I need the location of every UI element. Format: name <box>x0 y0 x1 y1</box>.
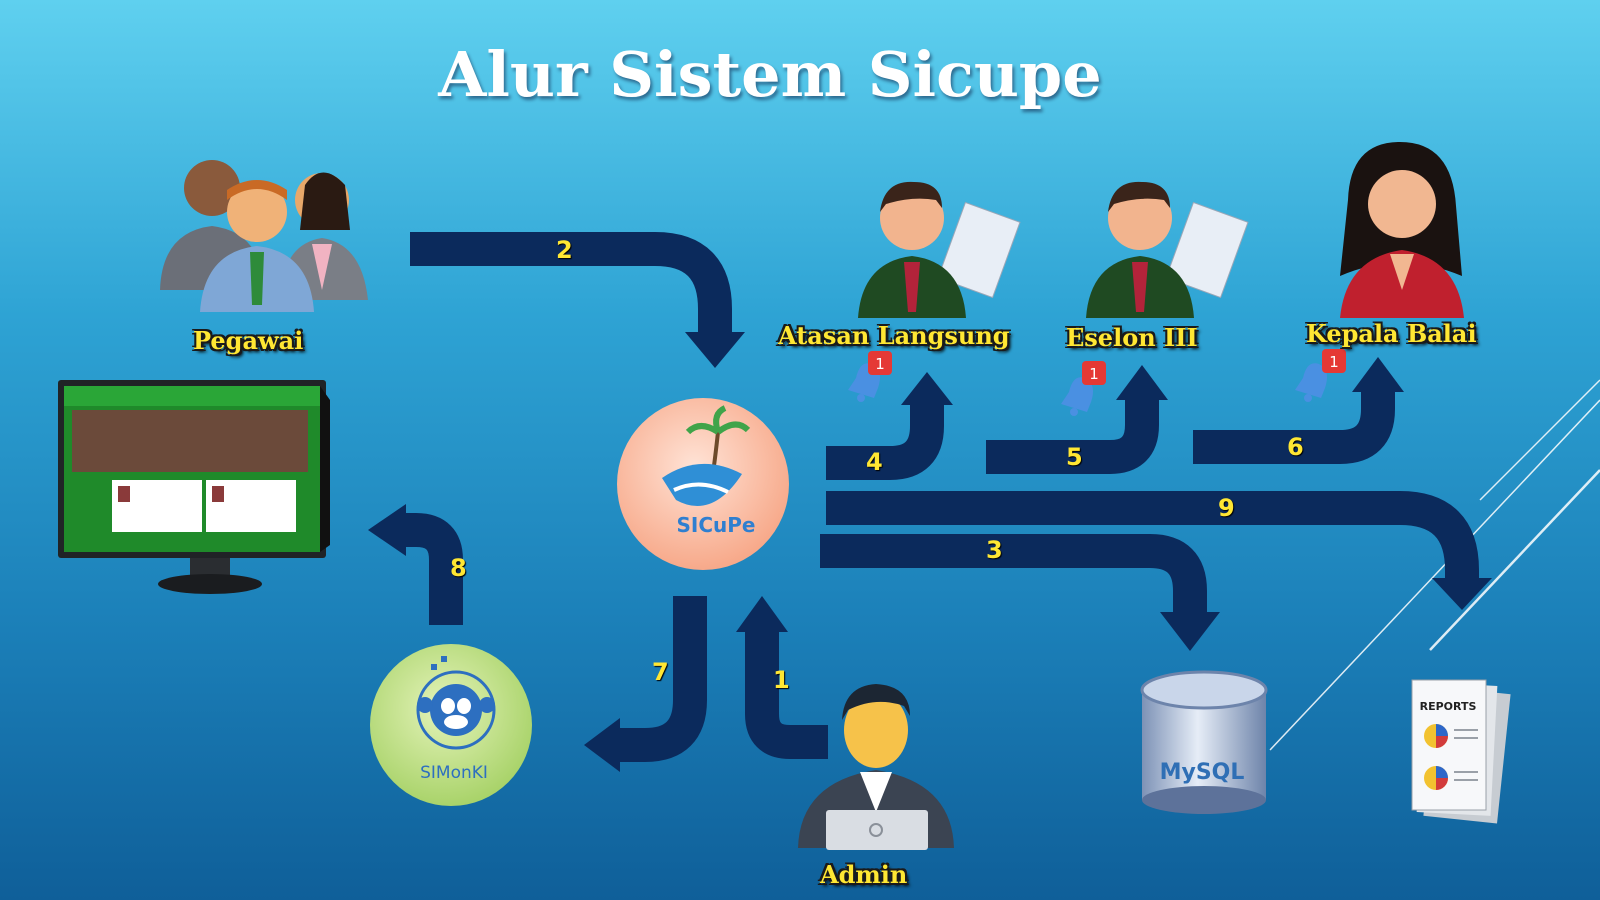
step-8: 8 <box>450 554 467 582</box>
step-7: 7 <box>652 658 669 686</box>
arrow-7 <box>620 596 707 762</box>
label-admin: Admin <box>820 860 908 889</box>
badge-count-eselon: 1 <box>1089 365 1099 383</box>
flow-arrows <box>406 232 1479 762</box>
reports-name: REPORTS <box>1420 700 1477 713</box>
sicupe-logo <box>617 398 789 570</box>
arrow-heads <box>368 332 1492 772</box>
notification-badges <box>868 349 1346 385</box>
step-2: 2 <box>556 236 573 264</box>
eselon-icon <box>1086 181 1249 318</box>
reports-icon <box>1411 679 1511 824</box>
label-eselon-iii: Eselon III <box>1066 323 1198 352</box>
step-5: 5 <box>1066 443 1083 471</box>
label-kepala-balai: Kepala Balai <box>1306 319 1477 348</box>
step-4: 4 <box>866 448 883 476</box>
mysql-name: MySQL <box>1160 760 1245 785</box>
pegawai-group-icon <box>160 160 368 312</box>
label-pegawai: Pegawai <box>193 326 304 355</box>
arrow-2 <box>410 232 732 332</box>
step-1: 1 <box>773 666 790 694</box>
label-atasan-langsung: Atasan Langsung <box>778 321 1010 350</box>
decorative-lines <box>1269 379 1600 751</box>
badge-count-atasan: 1 <box>875 355 885 373</box>
admin-icon <box>798 684 954 850</box>
simonki-name: SIMonKI <box>420 763 488 783</box>
arrow-4 <box>826 405 944 480</box>
simonki-logo <box>370 644 532 806</box>
sicupe-name: SICuPe <box>677 513 756 537</box>
arrow-6 <box>1193 392 1395 464</box>
kepala-balai-icon <box>1340 142 1464 318</box>
arrow-5 <box>986 400 1159 474</box>
step-6: 6 <box>1287 433 1304 461</box>
arrow-3 <box>820 534 1207 612</box>
arrow-8 <box>406 513 463 625</box>
step-3: 3 <box>986 536 1003 564</box>
bell-icon-kepala <box>1295 363 1327 402</box>
atasan-icon <box>858 181 1021 318</box>
bell-icon-eselon <box>1061 377 1093 416</box>
arrow-9 <box>826 491 1479 578</box>
arrow-1 <box>745 632 828 759</box>
diagram-title: Alur Sistem Sicupe <box>438 38 1102 111</box>
step-9: 9 <box>1218 494 1235 522</box>
badge-count-kepala: 1 <box>1329 353 1339 371</box>
monitor-icon <box>58 380 330 594</box>
mysql-database-icon <box>1140 670 1268 814</box>
